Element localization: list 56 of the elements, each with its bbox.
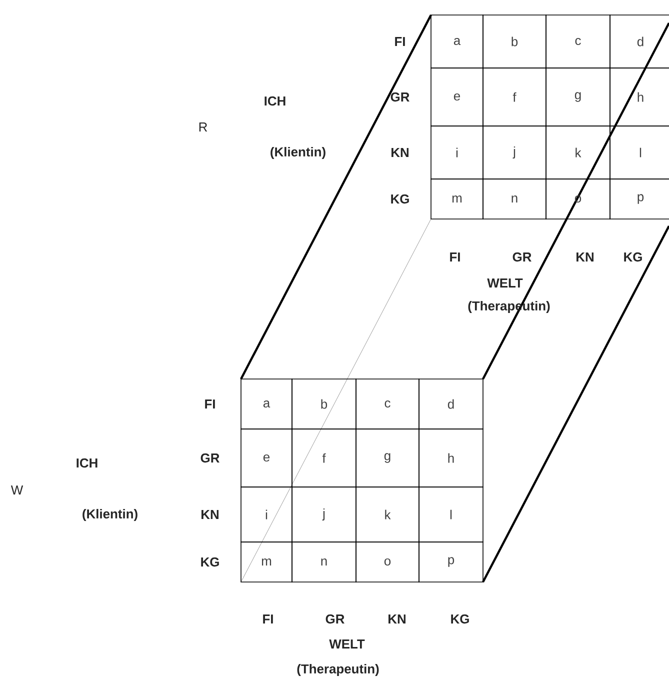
table-cell: m (430, 178, 484, 220)
table-cell: o (356, 542, 420, 582)
table-cell: n (482, 178, 546, 220)
table-cell: f (292, 428, 356, 488)
column-header: FI (450, 252, 460, 262)
table-cell: e (430, 68, 484, 126)
column-header: KG (624, 252, 642, 262)
table-cell: c (546, 14, 610, 68)
table-cell: g (546, 68, 610, 126)
table-cell: l (610, 126, 669, 180)
table-cell: h (610, 68, 669, 126)
axis-title: ICH (264, 96, 286, 106)
table-cell: j (292, 486, 356, 542)
column-header: KN (388, 614, 406, 624)
row-header: FI (205, 400, 215, 408)
row-header: FI (395, 37, 405, 46)
table-cell: d (610, 14, 669, 68)
row-header: KN (202, 510, 218, 519)
table-cell: b (292, 378, 356, 430)
column-header: GR (512, 252, 532, 262)
column-header: GR (326, 614, 344, 624)
table-cell: f (482, 68, 546, 126)
table-cell: m (240, 542, 292, 582)
table-cell: c (356, 378, 420, 430)
table-cell: b (482, 14, 546, 68)
axis-subtitle: (Klientin) (82, 508, 138, 522)
table-cell: e (240, 428, 292, 488)
table-cell: k (356, 486, 420, 542)
table-cell: h (418, 428, 484, 488)
table-cell: a (240, 378, 292, 430)
column-header: KG (451, 614, 469, 624)
table-cell: i (240, 486, 292, 542)
column-header: FI (263, 614, 273, 624)
axis-subtitle: (Klientin) (270, 146, 326, 160)
side-label: R (199, 122, 208, 132)
column-header: KN (576, 252, 594, 262)
row-header: GR (390, 92, 410, 102)
table-cell: p (610, 178, 669, 220)
table-cell: n (292, 542, 356, 582)
row-header: KN (392, 148, 408, 157)
side-label: W (10, 486, 24, 494)
row-header: KG (391, 194, 409, 204)
table-cell: p (418, 542, 484, 582)
axis-title: WELT (487, 278, 523, 288)
row-header: GR (200, 453, 220, 463)
table-cell: j (482, 126, 546, 180)
table-cell: l (418, 486, 484, 542)
table-cell: d (418, 378, 484, 430)
axis-title: WELT (329, 640, 365, 648)
table-cell: g (356, 428, 420, 488)
table-cell: a (430, 14, 484, 68)
axis-subtitle: (Therapeutin) (297, 664, 379, 676)
table-cell: k (546, 126, 610, 180)
axis-title: ICH (76, 458, 98, 468)
table-cell: i (430, 126, 484, 180)
row-header: KG (201, 557, 219, 567)
